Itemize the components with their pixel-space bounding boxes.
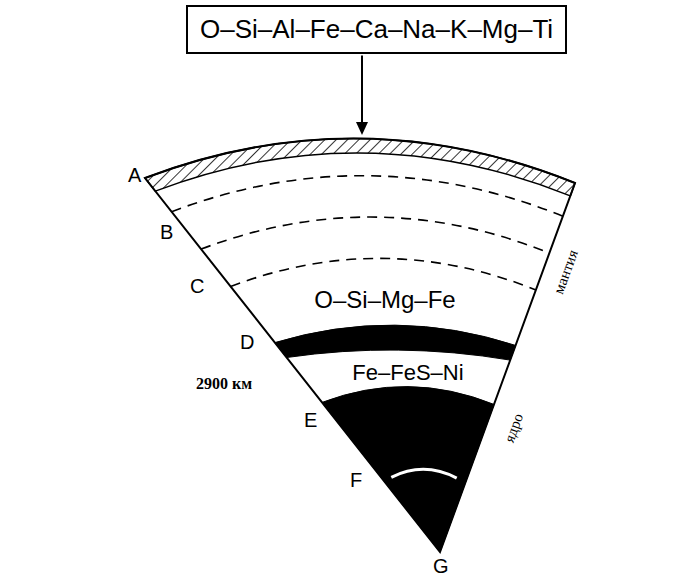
layer-letter: D (240, 332, 254, 352)
layer-letter: B (160, 222, 173, 242)
mantle-boundary-dashed (231, 258, 536, 290)
core-composition: Fe–FeS–Ni (350, 362, 465, 384)
region-name: мантия (551, 248, 581, 296)
mantle-boundary-dashed (201, 217, 549, 253)
layer-letter: F (350, 470, 362, 490)
lower-mantle-layer (275, 325, 516, 360)
mantle-composition: O–Si–Mg–Fe (312, 288, 457, 312)
depth-label: 2900 км (196, 376, 252, 392)
arrow-shaft (361, 56, 363, 124)
sector-ground (145, 138, 575, 552)
region-name: ядро (502, 412, 526, 445)
element-list: O–Si–Al–Fe–Ca–Na–K–Mg–Ti (200, 14, 553, 44)
layer-letter: G (433, 556, 449, 576)
sector-outline (145, 138, 575, 552)
layer-letter: A (128, 165, 141, 185)
mantle-boundary-dashed (172, 176, 563, 217)
crust-band (145, 138, 575, 195)
arrow-head (356, 122, 368, 135)
core-region (322, 387, 494, 552)
layer-letter: C (190, 276, 204, 296)
inner-core-boundary (391, 469, 456, 478)
composition-box: O–Si–Al–Fe–Ca–Na–K–Mg–Ti (186, 5, 567, 54)
layer-letter: E (304, 410, 317, 430)
